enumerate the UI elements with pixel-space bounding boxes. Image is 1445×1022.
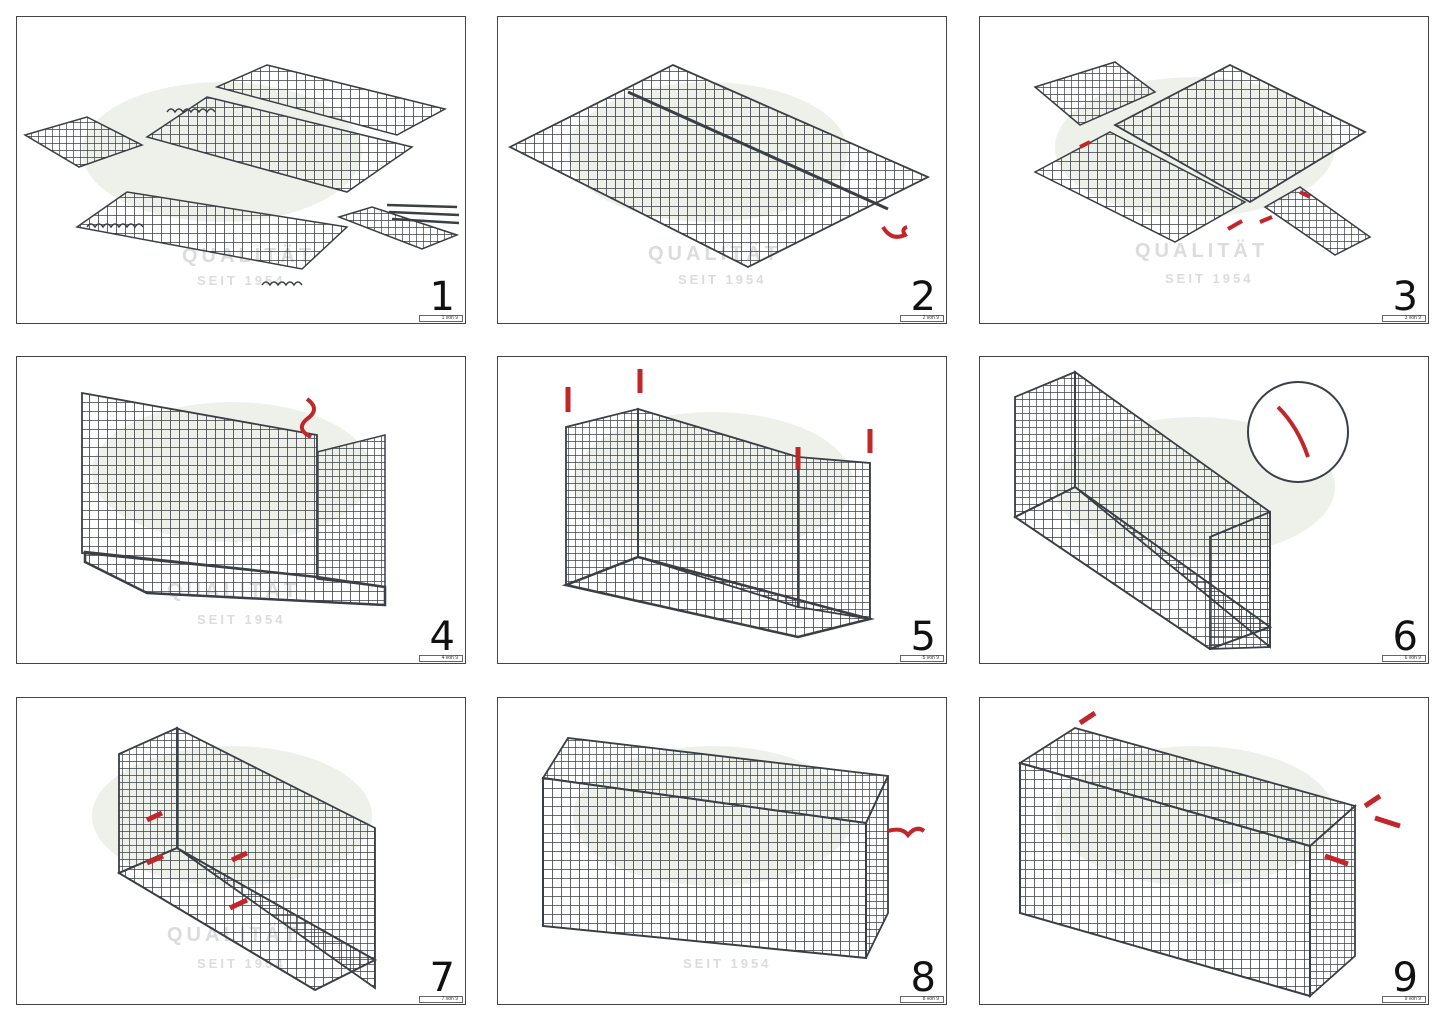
step-number: 3: [1392, 274, 1418, 320]
spiral-wire: [86, 223, 144, 229]
arrow-icon: [299, 397, 316, 439]
arrow-icon: [887, 826, 926, 839]
watermark-since: SEIT 1954: [683, 956, 771, 971]
page-label: 3 von 9: [1404, 315, 1421, 321]
watermark-brand: QUALITÄT: [1135, 239, 1268, 262]
mesh-panel: [1309, 803, 1356, 999]
spiral-joint: [627, 90, 889, 211]
step-6-illustration: [1013, 370, 1349, 651]
arrow-icon: [1078, 710, 1401, 867]
step-panel-1: QUALITÄT SEIT 1954 1 1 von 9: [16, 16, 466, 324]
mesh-panel: [865, 775, 889, 959]
step-4-illustration: QUALITÄT SEIT 1954: [81, 391, 387, 627]
page-label: 7 von 9: [441, 996, 458, 1002]
watermark-since: SEIT 1954: [678, 272, 766, 287]
page-label: 6 von 9: [1404, 655, 1421, 661]
page-indicator: 1 von 9: [419, 315, 463, 322]
page-indicator: 6 von 9: [1382, 655, 1426, 662]
page-indicator: 7 von 9: [419, 996, 463, 1003]
mesh-panel: [1113, 63, 1367, 204]
page-label: 5 von 9: [922, 655, 939, 661]
mesh-panel: [1033, 61, 1157, 126]
step-number: 5: [910, 614, 936, 660]
spiral-wire: [261, 281, 303, 287]
page-indicator: 9 von 9: [1382, 996, 1426, 1003]
step-number: 6: [1392, 614, 1418, 660]
step-number: 2: [910, 274, 936, 320]
watermark-since: SEIT 1954: [197, 273, 285, 288]
watermark-since: SEIT 1954: [197, 956, 285, 971]
step-number: 8: [910, 955, 936, 1001]
mesh-panel: [316, 434, 386, 588]
watermark-since: SEIT 1954: [197, 612, 285, 627]
step-3-illustration: QUALITÄT SEIT 1954: [1033, 61, 1372, 286]
mesh-panel: [561, 555, 875, 639]
arrow-icon: [881, 225, 908, 239]
step-panel-5: 5 5 von 9: [497, 356, 947, 664]
step-number: 1: [429, 274, 455, 320]
page-label: 1 von 9: [441, 315, 458, 321]
mesh-panel: [797, 456, 871, 621]
arrow-icon: [145, 810, 249, 911]
step-9-illustration: [1017, 710, 1401, 999]
mesh-panel: [336, 206, 460, 250]
page-label: 9 von 9: [1404, 996, 1421, 1002]
page-indicator: 5 von 9: [900, 655, 944, 662]
page-indicator: 8 von 9: [900, 996, 944, 1003]
mesh-panel: [83, 550, 387, 607]
mesh-panel: [507, 64, 931, 269]
step-5-illustration: [561, 369, 875, 639]
mesh-panel: [1263, 186, 1372, 256]
page-label: 4 von 9: [441, 655, 458, 661]
step-panel-3: QUALITÄT SEIT 1954 3 3 von 9: [979, 16, 1429, 324]
spiral-wire: [166, 108, 216, 114]
step-8-illustration: SEIT 1954: [541, 737, 926, 971]
page-indicator: 4 von 9: [419, 655, 463, 662]
step-2-illustration: QUALITÄT SEIT 1954: [507, 64, 931, 287]
step-panel-7: QUALITÄT SEIT 1954 7 7 von 9: [16, 697, 466, 1005]
step-number: 9: [1392, 955, 1418, 1001]
step-number: 7: [429, 955, 455, 1001]
step-7-illustration: QUALITÄT SEIT 1954: [92, 726, 378, 992]
step-panel-2: QUALITÄT SEIT 1954 2 2 von 9: [497, 16, 947, 324]
step-panel-4: QUALITÄT SEIT 1954 4 4 von 9: [16, 356, 466, 664]
page-label: 2 von 9: [922, 315, 939, 321]
mesh-panel: [214, 64, 448, 136]
arrow-icon: [1276, 405, 1310, 458]
arrow-icon: [1079, 140, 1311, 231]
watermark-since: SEIT 1954: [1165, 271, 1253, 286]
step-panel-8: SEIT 1954 8 8 von 9: [497, 697, 947, 1005]
step-panel-9: 9 9 von 9: [979, 697, 1429, 1005]
step-number: 4: [429, 614, 455, 660]
mesh-panel: [145, 96, 414, 193]
clip-rods: [386, 203, 460, 225]
page-indicator: 3 von 9: [1382, 315, 1426, 322]
mesh-panel: [75, 191, 349, 270]
mesh-panel: [565, 407, 639, 587]
page-indicator: 2 von 9: [900, 315, 944, 322]
step-panel-6: 6 6 von 9: [979, 356, 1429, 664]
step-1-illustration: QUALITÄT SEIT 1954: [23, 64, 460, 288]
arrow-icon: [565, 369, 873, 469]
mesh-panel: [176, 726, 376, 990]
mesh-panel: [1209, 510, 1271, 650]
page-label: 8 von 9: [922, 996, 939, 1002]
mesh-panel: [23, 116, 144, 168]
